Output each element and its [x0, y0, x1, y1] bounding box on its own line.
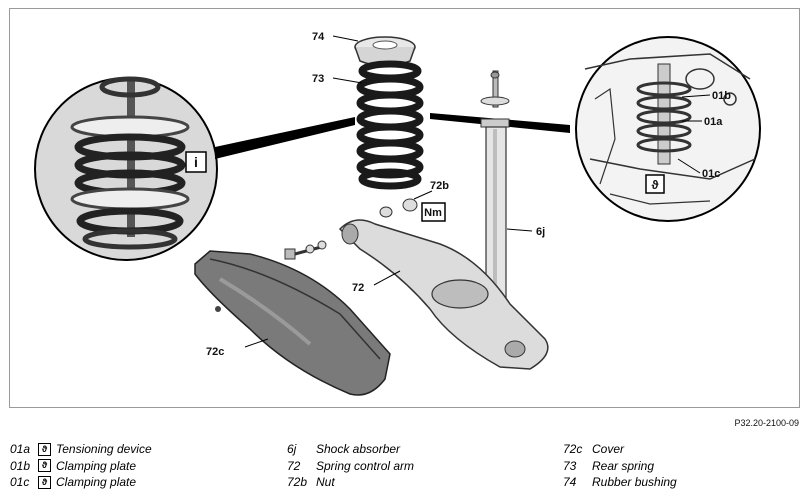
diagram-canvas: i ϑ 01b: [34, 31, 761, 396]
torque-icon-label: Nm: [424, 207, 442, 219]
legend-code: 01b: [10, 458, 31, 473]
legend-desc: Clamping plate: [56, 458, 137, 473]
label-74: 74: [312, 31, 325, 43]
rear-spring-part: [356, 60, 424, 190]
legend-item: 01a ϑ Tensioning device: [10, 441, 152, 458]
legend-item: 01c ϑ Clamping plate: [10, 474, 152, 491]
legend-item: 6j Shock absorber: [287, 441, 414, 458]
label-01b: 01b: [712, 90, 731, 102]
compressed-spring-illustration: [70, 76, 190, 250]
legend-code: 72b: [287, 475, 308, 489]
nut-part: 72b Nm: [379, 180, 449, 222]
detail-circle-right: ϑ 01b 01a 01c: [430, 36, 761, 222]
legend-item: 72c Cover: [563, 441, 677, 458]
torque-icon: [421, 202, 446, 222]
label-01c: 01c: [702, 168, 720, 180]
legend-desc: Cover: [592, 442, 625, 456]
special-tool-icon: ϑ: [38, 459, 51, 473]
spring-control-arm-part: 72: [338, 219, 549, 370]
legend-desc: Spring control arm: [316, 458, 415, 473]
legend-desc: Nut: [316, 475, 335, 489]
label-72b: 72b: [430, 180, 449, 192]
legend-desc: Clamping plate: [56, 475, 137, 489]
label-72: 72: [352, 282, 364, 294]
legend-middle-column: 6j Shock absorber 72 Spring control arm …: [287, 441, 414, 491]
figure-reference: P32.20-2100-09: [734, 418, 799, 428]
legend-desc: Shock absorber: [316, 442, 401, 456]
pointer-wedge-left: [215, 117, 355, 159]
legend-left-column: 01a ϑ Tensioning device 01b ϑ Clamping p…: [10, 441, 152, 491]
special-tool-symbol: ϑ: [652, 178, 659, 192]
legend-desc: Tensioning device: [56, 442, 152, 456]
legend-code: 72c: [563, 442, 583, 456]
label-01a: 01a: [704, 116, 723, 128]
special-tool-icon: ϑ: [38, 475, 51, 489]
info-icon-letter: i: [194, 154, 198, 170]
exploded-diagram: i ϑ 01b: [9, 8, 800, 408]
legend-item: 01b ϑ Clamping plate: [10, 458, 152, 475]
legend-code: 72: [287, 458, 301, 473]
special-tool-icon: [645, 174, 665, 194]
label-73: 73: [312, 73, 324, 85]
legend-desc: Rubber bushing: [592, 475, 677, 489]
legend-desc: Rear spring: [592, 458, 655, 473]
rubber-bushing-part: 74: [312, 31, 416, 67]
legend-item: 73 Rear spring: [563, 458, 677, 475]
legend-code: 73: [563, 458, 577, 473]
label-72c: 72c: [206, 346, 224, 358]
special-tool-icon: ϑ: [38, 442, 51, 456]
info-icon: [185, 151, 207, 173]
legend-code: 01c: [10, 475, 30, 489]
label-6j: 6j: [536, 226, 545, 238]
legend-code: 6j: [287, 442, 297, 456]
legend-code: 01a: [10, 442, 31, 456]
legend-right-column: 72c Cover 73 Rear spring 74 Rubber bushi…: [563, 441, 677, 491]
legend-item: 72 Spring control arm: [287, 458, 414, 475]
bolt-part: [284, 240, 327, 260]
cover-part: 72c: [194, 250, 391, 396]
legend-code: 74: [563, 475, 577, 489]
detail-circle-left: i: [34, 76, 355, 261]
legend-item: 74 Rubber bushing: [563, 474, 677, 491]
installed-spring-illustration: [584, 53, 756, 205]
legend-item: 72b Nut: [287, 474, 414, 491]
